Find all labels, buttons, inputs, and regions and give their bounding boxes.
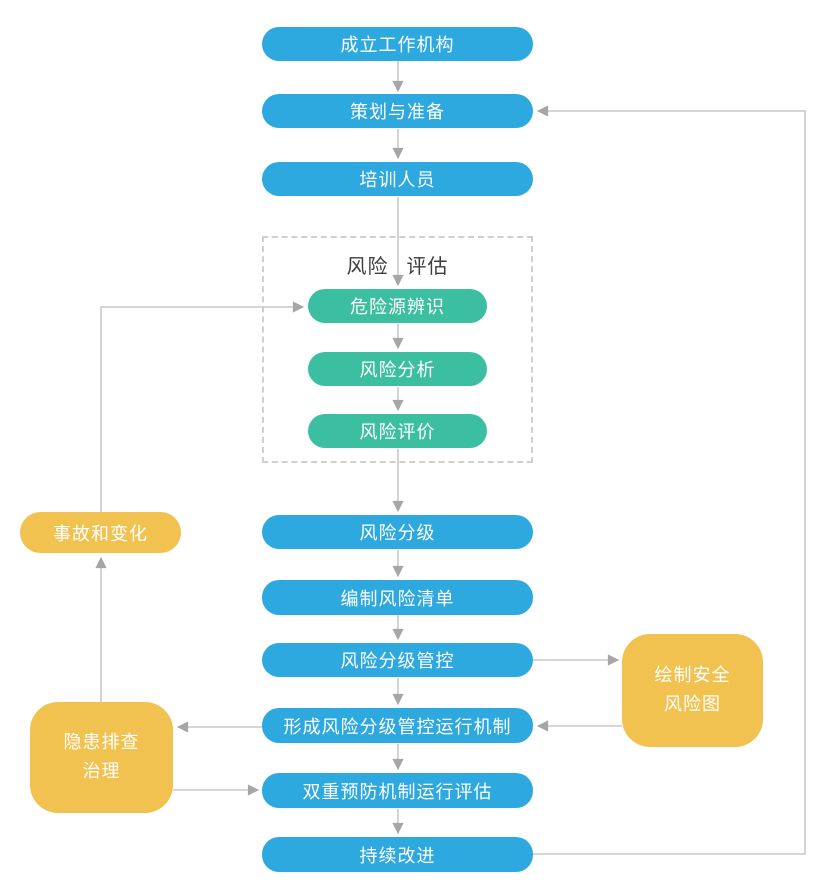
node-risk-grading-label: 风险分级 bbox=[359, 523, 436, 544]
node-dual-prevention-eval: 双重预防机制运行评估 bbox=[262, 773, 533, 808]
node-control-mechanism-label: 形成风险分级管控运行机制 bbox=[283, 716, 512, 738]
node-control-mechanism: 形成风险分级管控运行机制 bbox=[262, 708, 533, 743]
node-continuous-improvement: 持续改进 bbox=[262, 837, 533, 872]
node-grading-control-label: 风险分级管控 bbox=[340, 651, 455, 672]
node-risk-evaluation: 风险评价 bbox=[308, 414, 487, 448]
connector-accidents-changes-hazard-identification bbox=[100, 301, 305, 512]
node-safety-risk-map-label: 绘制安全 风险图 bbox=[654, 664, 731, 715]
node-hazard-identification-label: 危险源辨识 bbox=[350, 297, 445, 318]
node-training: 培训人员 bbox=[262, 162, 533, 196]
node-risk-analysis: 风险分析 bbox=[308, 352, 487, 386]
node-hidden-danger-label: 隐患排查 治理 bbox=[63, 731, 140, 782]
node-hazard-identification: 危险源辨识 bbox=[308, 289, 487, 323]
node-risk-evaluation-label: 风险评价 bbox=[359, 422, 436, 443]
node-continuous-improvement-label: 持续改进 bbox=[359, 845, 436, 867]
node-risk-grading: 风险分级 bbox=[262, 515, 533, 549]
group-title-left: 风险 bbox=[346, 254, 389, 278]
node-establish-label: 成立工作机构 bbox=[340, 35, 455, 56]
node-risk-analysis-label: 风险分析 bbox=[359, 360, 436, 381]
node-planning: 策划与准备 bbox=[262, 94, 533, 128]
connector-continuous-improvement-planning bbox=[533, 105, 806, 855]
node-planning-label: 策划与准备 bbox=[350, 102, 445, 123]
node-grading-control: 风险分级管控 bbox=[262, 643, 533, 677]
group-title-right: 评估 bbox=[406, 254, 449, 278]
node-hidden-danger: 隐患排查 治理 bbox=[30, 702, 173, 813]
node-risk-list-label: 编制风险清单 bbox=[340, 588, 455, 610]
node-establish: 成立工作机构 bbox=[262, 27, 533, 61]
node-accidents-changes-label: 事故和变化 bbox=[53, 523, 148, 545]
node-risk-list: 编制风险清单 bbox=[262, 580, 533, 615]
risk-assessment-group-title: 风险 评估 bbox=[262, 250, 533, 279]
node-dual-prevention-eval-label: 双重预防机制运行评估 bbox=[302, 781, 493, 803]
node-training-label: 培训人员 bbox=[359, 170, 436, 191]
node-accidents-changes: 事故和变化 bbox=[20, 512, 181, 553]
node-safety-risk-map: 绘制安全 风险图 bbox=[622, 634, 763, 747]
